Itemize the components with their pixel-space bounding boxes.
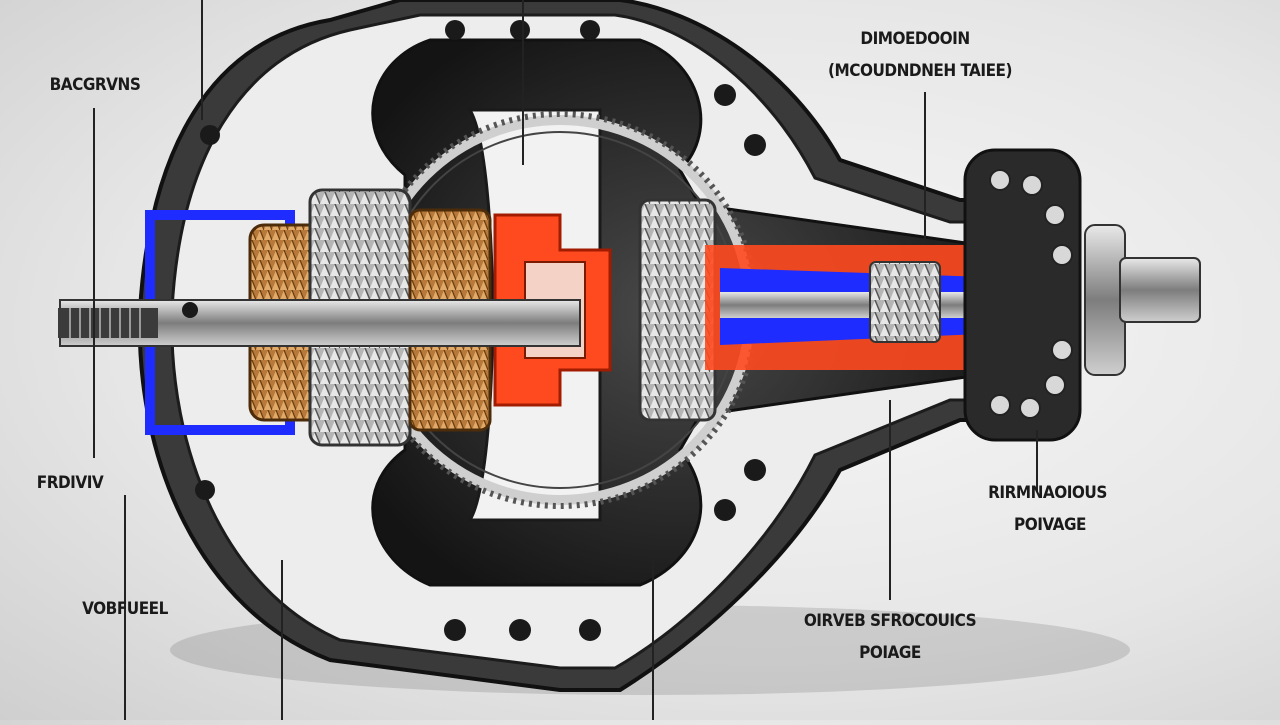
output-shaft-end — [1119, 257, 1201, 323]
leader-line-left-bottom — [124, 495, 126, 720]
leader-line-top-right — [924, 92, 926, 240]
input-shaft-thread — [58, 308, 158, 338]
label-left-mid: FRDIVIV — [36, 473, 104, 493]
label-bottom-right-line1: OIRVEB SFROCOUICS — [803, 611, 977, 631]
label-top-right-line1: DIMOEDOOIN — [860, 29, 970, 49]
label-left-bottom: VOBFUEEL — [82, 599, 168, 619]
label-top-left: BACGRVNS — [49, 75, 141, 95]
output-flange — [963, 148, 1082, 442]
label-bottom-right-line2: POIAGE — [859, 643, 921, 663]
small-output-gear — [869, 261, 941, 343]
leader-line-top-left — [93, 108, 95, 458]
leader-line-top-far-left — [201, 0, 203, 120]
label-right-mid-line2: POIVAGE — [1014, 515, 1086, 535]
label-right-mid-line1: RIRMNAOIOUS — [988, 483, 1107, 503]
leader-line-right-mid — [1036, 430, 1038, 492]
leader-line-top-center — [522, 0, 524, 165]
flange-bolts — [989, 169, 1073, 419]
leader-line-vertical-left — [281, 560, 283, 720]
label-top-right-line2: (MCOUDNDNEH TAIEE) — [828, 61, 1012, 81]
leader-line-bottom-right — [889, 400, 891, 600]
flow-path-blue-left — [145, 210, 295, 435]
housing-bolt-holes — [182, 20, 766, 641]
output-gear — [638, 198, 717, 422]
thread-lines — [69, 308, 141, 338]
leader-line-vertical-center — [652, 560, 654, 720]
